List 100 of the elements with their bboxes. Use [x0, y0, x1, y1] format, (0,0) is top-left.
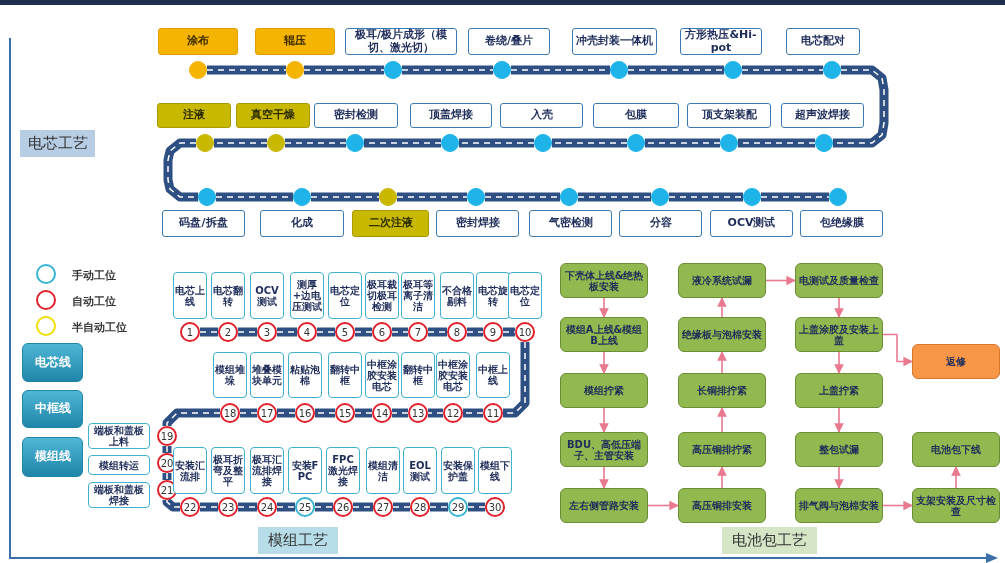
station-box: 极耳等离子清洁: [401, 272, 435, 319]
process-box: 密封焊接: [436, 210, 519, 237]
station-number: 2: [218, 322, 238, 342]
station-box: 电芯上线: [173, 272, 207, 319]
station-box: 安装FPC: [288, 447, 322, 494]
process-box: 高压铜排拧紧: [678, 432, 766, 467]
station-dot: [724, 61, 742, 79]
station-number: 10: [515, 322, 535, 342]
process-box: 整包试漏: [795, 432, 883, 467]
station-box: 模组堆垛: [213, 352, 247, 398]
station-dot: [815, 134, 833, 152]
station-dot: [346, 134, 364, 152]
process-box: 真空干燥: [236, 103, 310, 128]
station-number: 28: [410, 497, 430, 517]
station-number: 8: [447, 322, 467, 342]
process-box: 极耳/极片成形（模切、激光切）: [345, 28, 457, 55]
station-box: 模组清洁: [366, 447, 400, 494]
section-label: 电芯工艺: [20, 130, 95, 157]
station-box: 电芯定位: [328, 272, 362, 319]
station-dot: [534, 134, 552, 152]
station-box: 电芯翻转: [211, 272, 245, 319]
process-box: 顶盖焊接: [410, 103, 492, 128]
station-box: 中框上线: [476, 352, 510, 398]
station-number: 12: [443, 403, 463, 423]
station-dot: [196, 134, 214, 152]
station-number: 17: [257, 403, 277, 423]
process-box: 上盖涂胶及安装上盖: [795, 317, 883, 352]
process-box: 长铜排拧紧: [678, 373, 766, 408]
station-number: 23: [218, 497, 238, 517]
station-box: 堆叠模块单元: [250, 352, 284, 398]
station-box: 测厚+边电压测试: [290, 272, 324, 319]
process-box: 包膜: [593, 103, 679, 128]
station-box: 极耳裁切极耳检测: [365, 272, 399, 319]
process-box: 上盖拧紧: [795, 373, 883, 408]
station-box: 电芯定位: [508, 272, 542, 319]
station-box: 粘贴泡棉: [288, 352, 322, 398]
station-box: 极耳汇流排焊接: [250, 447, 284, 494]
station-box: 电芯旋转: [476, 272, 510, 319]
station-number: 7: [408, 322, 428, 342]
station-number: 15: [335, 403, 355, 423]
process-box: 下壳体上线&绝热板安装: [560, 263, 648, 298]
process-box: 注液: [157, 103, 231, 128]
station-number: 26: [333, 497, 353, 517]
process-box: 入壳: [500, 103, 583, 128]
station-number: 5: [335, 322, 355, 342]
station-box: FPC激光焊接: [326, 447, 360, 494]
station-dot: [384, 61, 402, 79]
station-dot: [198, 188, 216, 206]
station-box: 模组下线: [478, 447, 512, 494]
station-number: 9: [483, 322, 503, 342]
process-box: 电芯配对: [786, 28, 860, 55]
station-box: 翻转中框: [401, 352, 435, 398]
station-box: EOL测试: [403, 447, 437, 494]
station-dot: [651, 188, 669, 206]
station-dot: [560, 188, 578, 206]
legend-text: 半自动工位: [72, 320, 127, 335]
station-number: 29: [448, 497, 468, 517]
station-number: 3: [257, 322, 277, 342]
process-box: 化成: [260, 210, 344, 237]
station-box: 中框涂胶安装电芯: [365, 352, 399, 398]
station-dot: [286, 61, 304, 79]
station-box: 端板和盖板上料: [88, 423, 150, 449]
station-number: 4: [297, 322, 317, 342]
station-number: 1: [180, 322, 200, 342]
station-box: 极耳折弯及整平: [211, 447, 245, 494]
legend-text: 自动工位: [72, 294, 116, 309]
section-label: 电池包工艺: [722, 527, 817, 554]
rework-box: 返修: [912, 344, 1000, 379]
process-box: 液冷系统试漏: [678, 263, 766, 298]
station-dot: [293, 188, 311, 206]
process-box: BDU、高低压端子、主管安装: [560, 432, 648, 467]
station-dot: [493, 61, 511, 79]
station-number: 19: [157, 426, 177, 446]
process-box: 涂布: [158, 28, 238, 55]
process-box: 高压铜排安装: [678, 488, 766, 523]
process-box: OCV测试: [710, 210, 793, 237]
line-tab: 电芯线: [22, 343, 83, 382]
station-box: 翻转中框: [328, 352, 362, 398]
process-box: 电测试及质量检查: [795, 263, 883, 298]
station-number: 22: [180, 497, 200, 517]
station-number: 13: [408, 403, 428, 423]
station-number: 24: [257, 497, 277, 517]
station-box: 不合格剔料: [440, 272, 474, 319]
process-box: 气密检测: [529, 210, 612, 237]
process-box: 模组拧紧: [560, 373, 648, 408]
station-box: 安装保护盖: [441, 447, 475, 494]
process-box: 密封检测: [314, 103, 398, 128]
process-box: 模组A上线&模组B上线: [560, 317, 648, 352]
process-box: 码盘/拆盘: [162, 210, 245, 237]
process-box: 超声波焊接: [781, 103, 864, 128]
process-box: 卷绕/叠片: [468, 28, 550, 55]
station-box: 模组转运: [88, 455, 150, 475]
station-number: 25: [295, 497, 315, 517]
process-box: 支架安装及尺寸检查: [912, 488, 1000, 523]
process-box: 左右侧管路安装: [560, 488, 648, 523]
process-box: 排气阀与泡棉安装: [795, 488, 883, 523]
legend-text: 手动工位: [72, 268, 116, 283]
station-box: 端板和盖板焊接: [88, 482, 150, 508]
station-box: 中框涂胶安装电芯: [436, 352, 470, 398]
station-box: 安装汇流排: [173, 447, 207, 494]
